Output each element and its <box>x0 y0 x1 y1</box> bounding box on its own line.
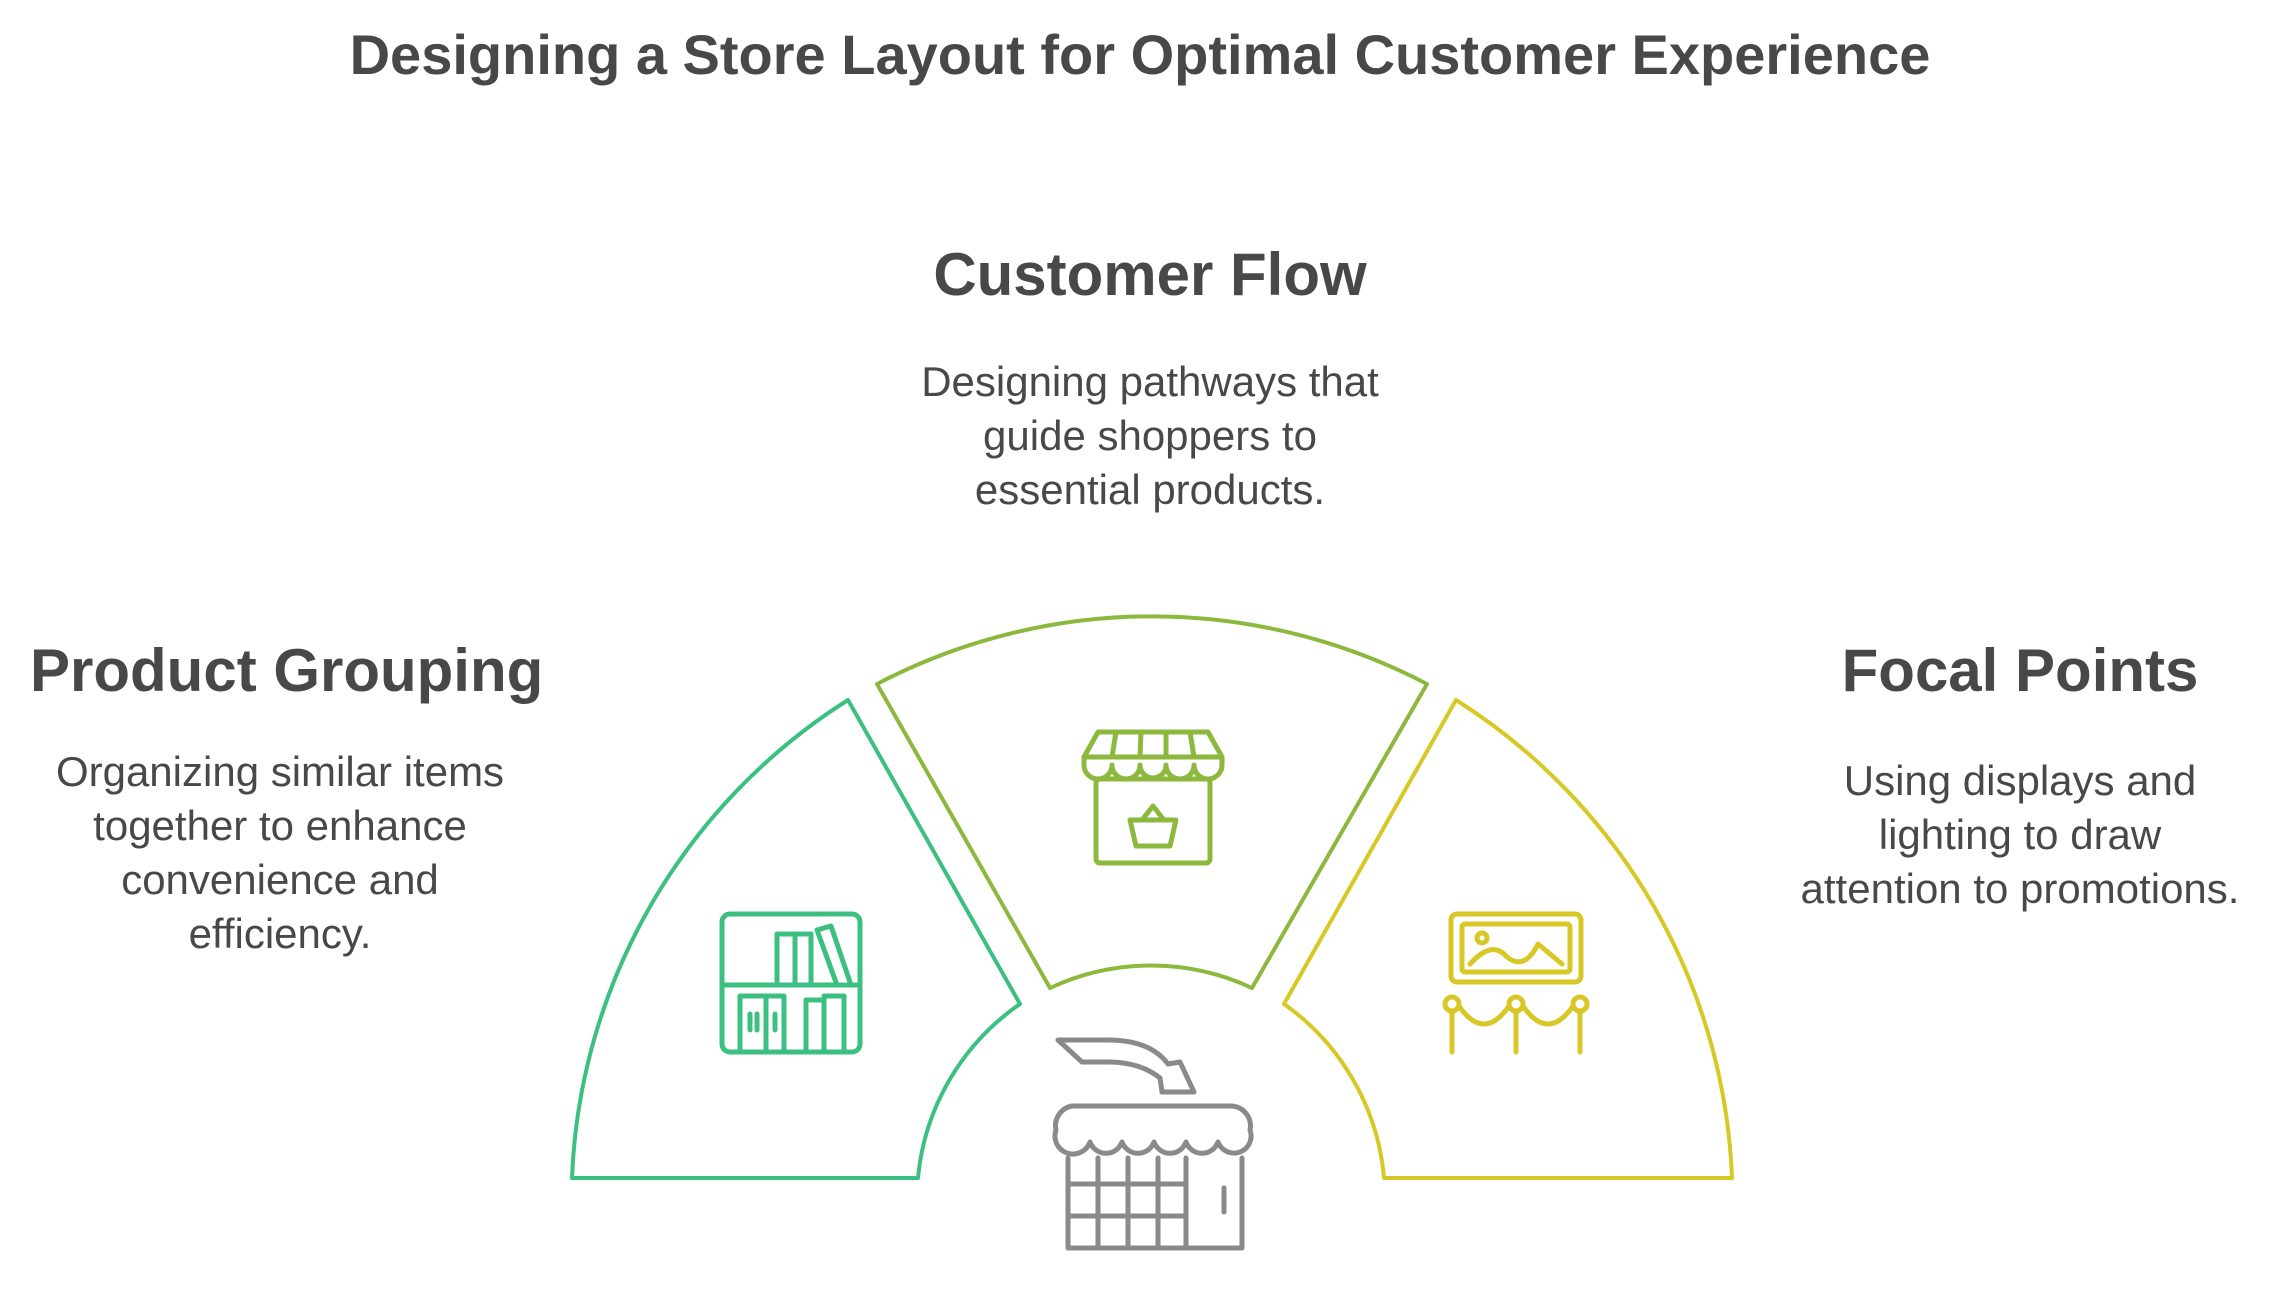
customer-flow-segment <box>875 614 1429 990</box>
store-entrance-arrow-icon <box>1052 1037 1254 1251</box>
bookshelf-icon <box>719 911 863 1055</box>
customer-flow-line-3: essential products. <box>974 466 1326 513</box>
product-grouping-line-2: together to enhance <box>93 802 467 849</box>
focal-points-line-1: Using displays and <box>1843 757 2197 804</box>
page-title: Designing a Store Layout for Optimal Cus… <box>349 23 1931 86</box>
product-grouping-line-3: convenience and <box>121 856 439 903</box>
customer-flow-line-2: guide shoppers to <box>983 412 1317 459</box>
product-grouping-segment <box>570 698 1022 1180</box>
product-grouping-description: Organizing similar items together to enh… <box>10 745 550 961</box>
focal-points-line-2: lighting to draw <box>1878 811 2162 858</box>
product-grouping-line-1: Organizing similar items <box>55 748 505 795</box>
customer-flow-line-1: Designing pathways that <box>921 358 1379 405</box>
focal-points-heading: Focal Points <box>1841 637 2199 704</box>
product-grouping-heading: Product Grouping <box>30 637 544 704</box>
product-grouping-line-4: efficiency. <box>188 910 372 957</box>
customer-flow-description: Designing pathways that guide shoppers t… <box>850 355 1450 517</box>
customer-flow-heading: Customer Flow <box>933 241 1367 308</box>
framed-display-icon <box>1442 911 1590 1055</box>
storefront-basket-icon <box>1081 729 1225 866</box>
focal-points-segment <box>1282 698 1734 1180</box>
focal-points-description: Using displays and lighting to draw atte… <box>1760 754 2280 916</box>
focal-points-line-3: attention to promotions. <box>1800 865 2240 912</box>
